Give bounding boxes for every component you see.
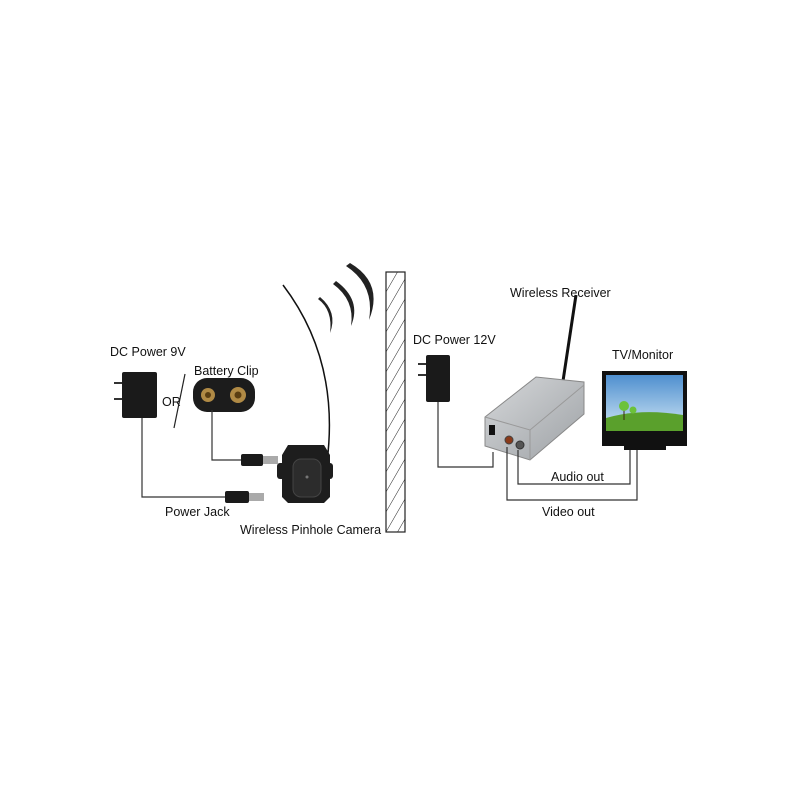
battery-plug xyxy=(241,454,278,466)
tv-monitor-label: TV/Monitor xyxy=(612,348,673,362)
battery-wire xyxy=(211,410,242,461)
wireless-receiver xyxy=(484,376,585,461)
dc-power-9v-label: DC Power 9V xyxy=(110,345,186,359)
camera-label: Wireless Pinhole Camera xyxy=(240,523,381,537)
or-divider xyxy=(173,373,186,429)
tv-monitor xyxy=(602,371,687,450)
audio-out-label: Audio out xyxy=(551,470,604,484)
video-out-wire xyxy=(506,447,638,501)
wireless-signal-icon xyxy=(318,263,374,333)
receiver-antenna xyxy=(561,294,578,382)
dc-power-12v-adapter xyxy=(418,355,450,402)
receiver-power-wire xyxy=(437,402,494,468)
power-jack-plug xyxy=(225,491,264,503)
battery-clip-label: Battery Clip xyxy=(194,364,259,378)
dc-power-9v-adapter xyxy=(114,372,157,418)
camera-antenna xyxy=(282,284,331,463)
pinhole-camera xyxy=(277,445,333,503)
dc-power-12v-label: DC Power 12V xyxy=(413,333,496,347)
or-label: OR xyxy=(162,395,181,409)
power-jack-label: Power Jack xyxy=(165,505,230,519)
battery-clip xyxy=(193,378,255,412)
adapter-wire xyxy=(141,418,226,498)
wall xyxy=(385,271,406,533)
video-out-label: Video out xyxy=(542,505,595,519)
audio-out-wire xyxy=(517,450,631,485)
wireless-receiver-label: Wireless Receiver xyxy=(510,286,611,300)
